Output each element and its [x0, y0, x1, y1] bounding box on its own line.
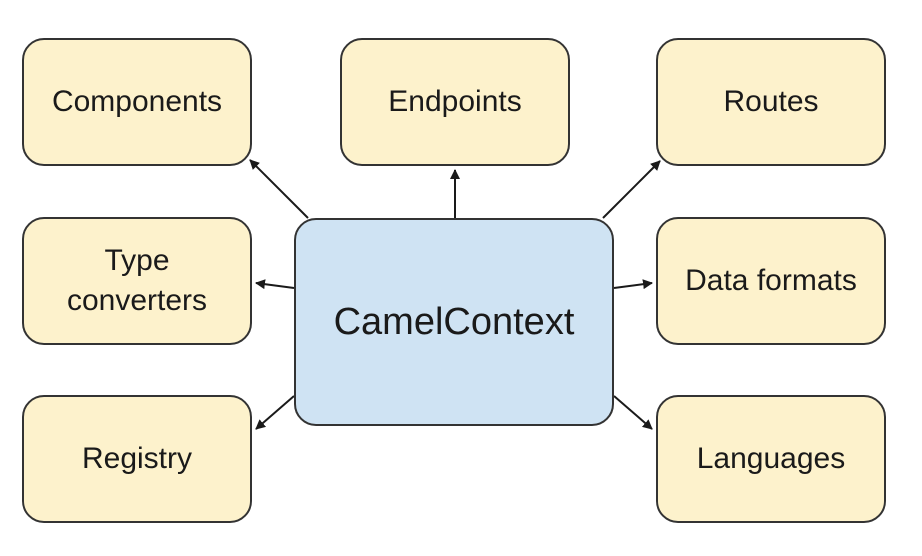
node-type-converters-label-line2: converters [66, 284, 208, 317]
node-camel-context-label: CamelContext [333, 300, 575, 343]
node-type-converters: Type converters [22, 217, 252, 345]
node-routes: Routes [656, 38, 886, 166]
node-languages: Languages [656, 395, 886, 523]
node-type-converters-text: Type converters [67, 241, 207, 321]
arrow-to-data-formats [613, 279, 653, 290]
node-registry: Registry [22, 395, 252, 523]
node-components: Components [22, 38, 252, 166]
arrow-to-type-converters [255, 279, 295, 290]
arrow-to-languages [613, 395, 653, 430]
node-registry-label: Registry [81, 442, 193, 475]
node-type-converters-label-line1: Type [104, 244, 170, 277]
node-endpoints-label: Endpoints [388, 85, 522, 118]
arrow-to-routes [602, 160, 661, 219]
arrow-to-components [249, 159, 309, 219]
node-languages-label: Languages [696, 442, 846, 475]
node-data-formats: Data formats [656, 217, 886, 345]
node-endpoints: Endpoints [340, 38, 570, 166]
node-camel-context: CamelContext [294, 218, 614, 426]
node-routes-label: Routes [723, 85, 819, 118]
node-data-formats-label: Data formats [685, 264, 857, 297]
node-components-label: Components [51, 85, 223, 118]
arrow-to-registry [255, 395, 295, 430]
